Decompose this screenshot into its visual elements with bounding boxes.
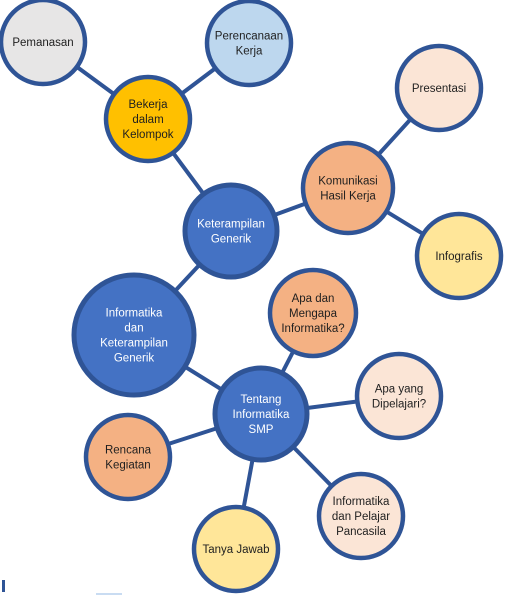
node-presentasi-label-line: Presentasi [412, 83, 466, 95]
node-bekerja-circle [103, 74, 193, 164]
node-pemanasan-circle [0, 0, 88, 87]
node-presentasi-circle [394, 43, 484, 133]
node-rencana-label-line: Kegiatan [105, 460, 150, 472]
node-presentasi: Presentasi [394, 43, 484, 133]
node-infografis-circle [414, 211, 504, 301]
edge-mark [2, 580, 5, 592]
node-perencanaan-circle [204, 0, 294, 88]
node-infografis-label-line: Infografis [435, 251, 483, 263]
node-komunikasi-label-line: Hasil Kerja [320, 191, 376, 203]
node-tentang-label-line: Tentang [241, 394, 282, 406]
node-pancasila-label-line: dan Pelajar [332, 511, 390, 523]
node-rencana-circle [83, 412, 173, 502]
node-apa-yang-label-line: Dipelajari? [372, 399, 426, 411]
node-bekerja-label-line: dalam [132, 114, 163, 126]
node-keterampilan-label-line: Keterampilan [197, 219, 265, 231]
node-bekerja-label-line: Bekerja [129, 99, 169, 111]
node-apa-dan-label-line: Mengapa [289, 308, 338, 320]
node-informatika-label-line: Informatika [106, 308, 163, 320]
node-informatika-circle [71, 272, 197, 398]
bubble-nodes: InformatikadanKeterampilanGenerikKeteram… [0, 0, 504, 594]
node-pancasila-label-line: Pancasila [336, 526, 386, 538]
node-apa-dan-circle [267, 267, 359, 359]
node-perencanaan-label-line: Kerja [236, 46, 263, 58]
node-apa-yang-circle [354, 351, 444, 441]
node-komunikasi-circle [300, 140, 396, 236]
node-pemanasan-label-line: Pemanasan [12, 37, 73, 49]
node-tentang-label-line: SMP [249, 424, 274, 436]
node-infografis: Infografis [414, 211, 504, 301]
edge-line [96, 593, 122, 595]
node-pancasila-circle [316, 471, 406, 561]
node-informatika-label-line: dan [124, 323, 143, 335]
node-tentang-label-line: Informatika [233, 409, 290, 421]
node-pemanasan: Pemanasan [0, 0, 88, 87]
node-tanya: Tanya Jawab [191, 504, 281, 594]
node-rencana-label-line: Rencana [105, 445, 152, 457]
node-keterampilan-label-line: Generik [211, 234, 252, 246]
node-apa-yang-label-line: Apa yang [375, 384, 424, 396]
node-tanya-label-line: Tanya Jawab [202, 544, 269, 556]
node-tentang-circle [212, 365, 310, 463]
node-bekerja-label-line: Kelompok [122, 129, 173, 141]
node-komunikasi-label-line: Komunikasi [318, 176, 377, 188]
node-informatika-label-line: Keterampilan [100, 338, 168, 350]
node-tanya-circle [191, 504, 281, 594]
node-informatika-label-line: Generik [114, 353, 155, 365]
node-perencanaan-label-line: Perencanaan [215, 31, 283, 43]
node-keterampilan-circle [182, 182, 280, 280]
node-pancasila-label-line: Informatika [333, 496, 390, 508]
node-apa-dan-label-line: Informatika? [281, 323, 344, 335]
node-apa-dan-label-line: Apa dan [292, 293, 335, 305]
